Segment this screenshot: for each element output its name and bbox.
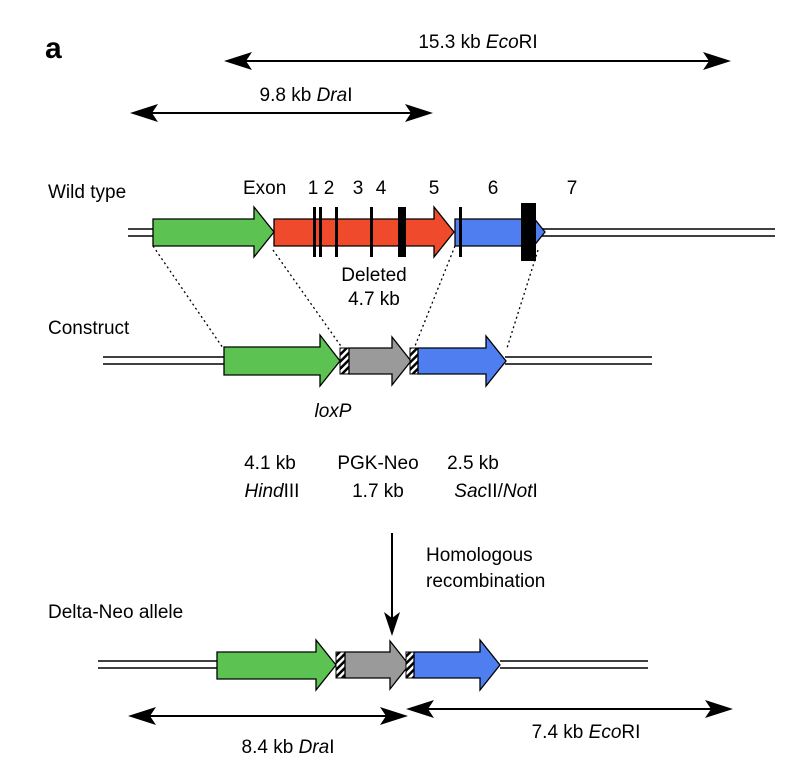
neo-size: 1.7 kb <box>352 481 404 502</box>
panel-label: a <box>45 32 62 65</box>
exon-number-5: 5 <box>429 178 440 199</box>
drai-wt-arrow <box>130 104 433 122</box>
delta-blue-arm <box>413 638 501 692</box>
exon-number-7: 7 <box>567 178 578 199</box>
homology-guides <box>152 245 539 352</box>
delta-loxp-1 <box>335 651 346 679</box>
exon-bar-2 <box>319 207 322 257</box>
exon-bar-7 <box>521 203 536 261</box>
recombination-line-2: recombination <box>426 571 545 592</box>
exon-number-3: 3 <box>353 178 364 199</box>
ecori-wt-label: 15.3 kb EcoRI <box>418 32 537 53</box>
construct-neo <box>348 335 412 387</box>
recombination-line-1: Homologous <box>426 545 533 566</box>
drai-delta-label: 8.4 kb DraI <box>242 737 335 758</box>
wt-dna-line <box>128 228 775 237</box>
exon-number-1: 1 <box>308 178 319 199</box>
exon-bar-1 <box>313 207 316 257</box>
delta-neo <box>344 639 410 691</box>
wt-green-arm <box>152 205 275 259</box>
deleted-label: Deleted <box>341 265 407 286</box>
deleted-size: 4.7 kb <box>348 289 400 310</box>
recombination-arrow <box>384 533 400 636</box>
wt-red-deleted-region <box>273 205 455 259</box>
right-arm-size: 2.5 kb <box>447 453 499 474</box>
exon-bar-4 <box>370 207 373 257</box>
neo-name: PGK-Neo <box>337 453 418 474</box>
construct-label: Construct <box>48 318 130 339</box>
drai-delta-arrow <box>128 707 408 725</box>
delta-neo-dna-line <box>98 660 648 669</box>
exon-bar-6 <box>459 207 462 257</box>
construct-blue-arm <box>417 334 507 388</box>
ecori-delta-label: 7.4 kb EcoRI <box>532 722 641 743</box>
exon-number-2: 2 <box>324 178 335 199</box>
construct-dna-line <box>103 356 652 365</box>
ecori-delta-arrow <box>406 700 733 718</box>
construct-loxp-2 <box>409 347 419 375</box>
construct-green-arm <box>223 333 341 388</box>
ecori-wt-arrow <box>224 52 731 70</box>
delta-loxp-2 <box>405 651 415 679</box>
construct-loxp-1 <box>339 347 350 375</box>
exon-bar-5 <box>398 207 406 257</box>
exon-label: Exon <box>243 178 286 199</box>
delta-green-arm <box>216 638 337 692</box>
left-arm-size: 4.1 kb <box>244 453 296 474</box>
right-arm-enzyme: SacII/NotI <box>454 481 537 502</box>
wild-type-label: Wild type <box>48 182 126 203</box>
exon-number-6: 6 <box>488 178 499 199</box>
delta-neo-label: Delta-Neo allele <box>48 602 183 623</box>
left-arm-enzyme: HindIII <box>245 481 300 502</box>
exon-bar-3 <box>335 207 338 257</box>
loxp-label: loxP <box>315 401 352 422</box>
exon-numbers: 1 2 3 4 5 6 7 <box>308 178 578 199</box>
exon-number-4: 4 <box>376 178 387 199</box>
wt-exon-bars <box>313 203 536 261</box>
drai-wt-label: 9.8 kb DraI <box>260 85 353 106</box>
